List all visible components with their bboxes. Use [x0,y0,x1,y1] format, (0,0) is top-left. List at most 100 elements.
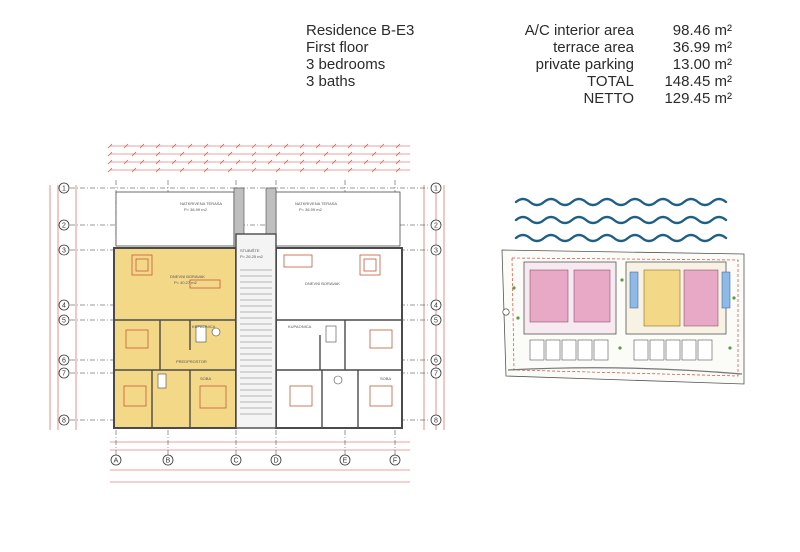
terrace-left [115,191,235,247]
stairwell [235,233,277,429]
area-row-netto: NETTO 129.45 m² [470,90,732,107]
dimension-tick [315,159,321,165]
dimension-lines-side [49,185,445,430]
dimension-tick [227,151,233,157]
label-bath-left: KUPAONICA [192,324,216,329]
area-label: NETTO [583,90,634,107]
dimension-tick [371,151,377,157]
svg-text:5: 5 [62,318,66,325]
dimension-tick [155,159,161,165]
label-terrace-right-area: P= 36.99 m2 [299,207,323,212]
area-table: A/C interior area 98.46 m² terrace area … [470,22,732,107]
dimension-tick [323,167,329,173]
dimension-tick [235,143,241,149]
svg-text:8: 8 [62,418,66,425]
label-hall-left: PREDPROSTOR [176,359,207,364]
label-terrace-right: NATKRIVENA TERASA [295,201,337,206]
svg-text:4: 4 [434,303,438,310]
grid-col-e: E [339,454,351,466]
svg-text:7: 7 [62,371,66,378]
grid-col-f: F [389,454,401,466]
svg-text:8: 8 [434,418,438,425]
dimension-tick [139,159,145,165]
grid-col-b: B [162,454,174,466]
dimension-tick [331,159,337,165]
orientation-marker-icon [502,308,510,316]
dimension-tick [395,167,401,173]
dimension-tick [347,167,353,173]
svg-text:A: A [114,458,119,465]
svg-text:F: F [393,458,397,465]
dimension-tick [155,167,161,173]
dimension-tick [123,143,129,149]
label-terrace-left-area: P= 36.99 m2 [184,207,208,212]
dimension-tick [251,143,257,149]
interior-walls-left [114,319,236,428]
dimension-tick [251,159,257,165]
dimension-tick [299,167,305,173]
dimension-tick [155,143,161,149]
dimension-tick [267,159,273,165]
dimension-tick [347,143,353,149]
svg-text:2: 2 [434,223,438,230]
svg-text:2: 2 [62,223,66,230]
area-label: terrace area [553,39,634,56]
label-room-right: SOBA [380,376,391,381]
residence-baths: 3 baths [306,73,356,90]
svg-text:B: B [166,458,171,465]
dimension-tick [155,151,161,157]
dimension-tick [187,143,193,149]
label-living-left: DNEVNI BORAVAK [170,274,205,279]
label-bath-right: KUPAONICA [288,324,312,329]
dimension-tick [107,167,113,173]
svg-text:4: 4 [62,303,66,310]
terrace-right [275,191,401,247]
svg-text:3: 3 [434,248,438,255]
svg-text:D: D [273,458,278,465]
access-road [507,367,743,375]
pool-left [629,271,639,309]
dimension-tick [299,151,305,157]
dimension-tick [203,167,209,173]
dimension-tick [371,167,377,173]
dimension-tick [107,143,113,149]
svg-text:C: C [233,458,238,465]
svg-text:3: 3 [62,248,66,255]
dimension-tick [219,159,225,165]
dimension-tick [395,159,401,165]
svg-text:1: 1 [62,186,66,193]
dimension-tick [395,151,401,157]
dimension-tick [395,143,401,149]
area-row-terrace: terrace area 36.99 m² [470,39,732,56]
dimension-tick [203,143,209,149]
unit-pink-right [683,269,719,327]
dimension-tick [323,151,329,157]
dimension-tick [331,143,337,149]
label-stair-area: P= 26.25 m2 [240,254,264,259]
grid-col-c: C [230,454,242,466]
dimension-tick [171,143,177,149]
dimension-tick [283,143,289,149]
svg-text:1: 1 [434,186,438,193]
dimension-tick [363,159,369,165]
site-plan [501,197,745,385]
dimension-tick [187,159,193,165]
dimension-ticks-top [107,143,401,173]
site-vegetation [512,278,736,350]
svg-text:6: 6 [434,358,438,365]
apartment-neighbour [275,247,403,429]
dimension-tick [139,143,145,149]
pool-right [721,271,731,309]
area-value: 129.45 m² [664,90,732,107]
dimension-tick [123,159,129,165]
residence-info: Residence B-E3 First floor 3 bedrooms 3 … [306,22,414,90]
area-row-parking: private parking 13.00 m² [470,56,732,73]
area-label: private parking [535,56,634,73]
dimension-tick [171,159,177,165]
dimension-tick [299,143,305,149]
